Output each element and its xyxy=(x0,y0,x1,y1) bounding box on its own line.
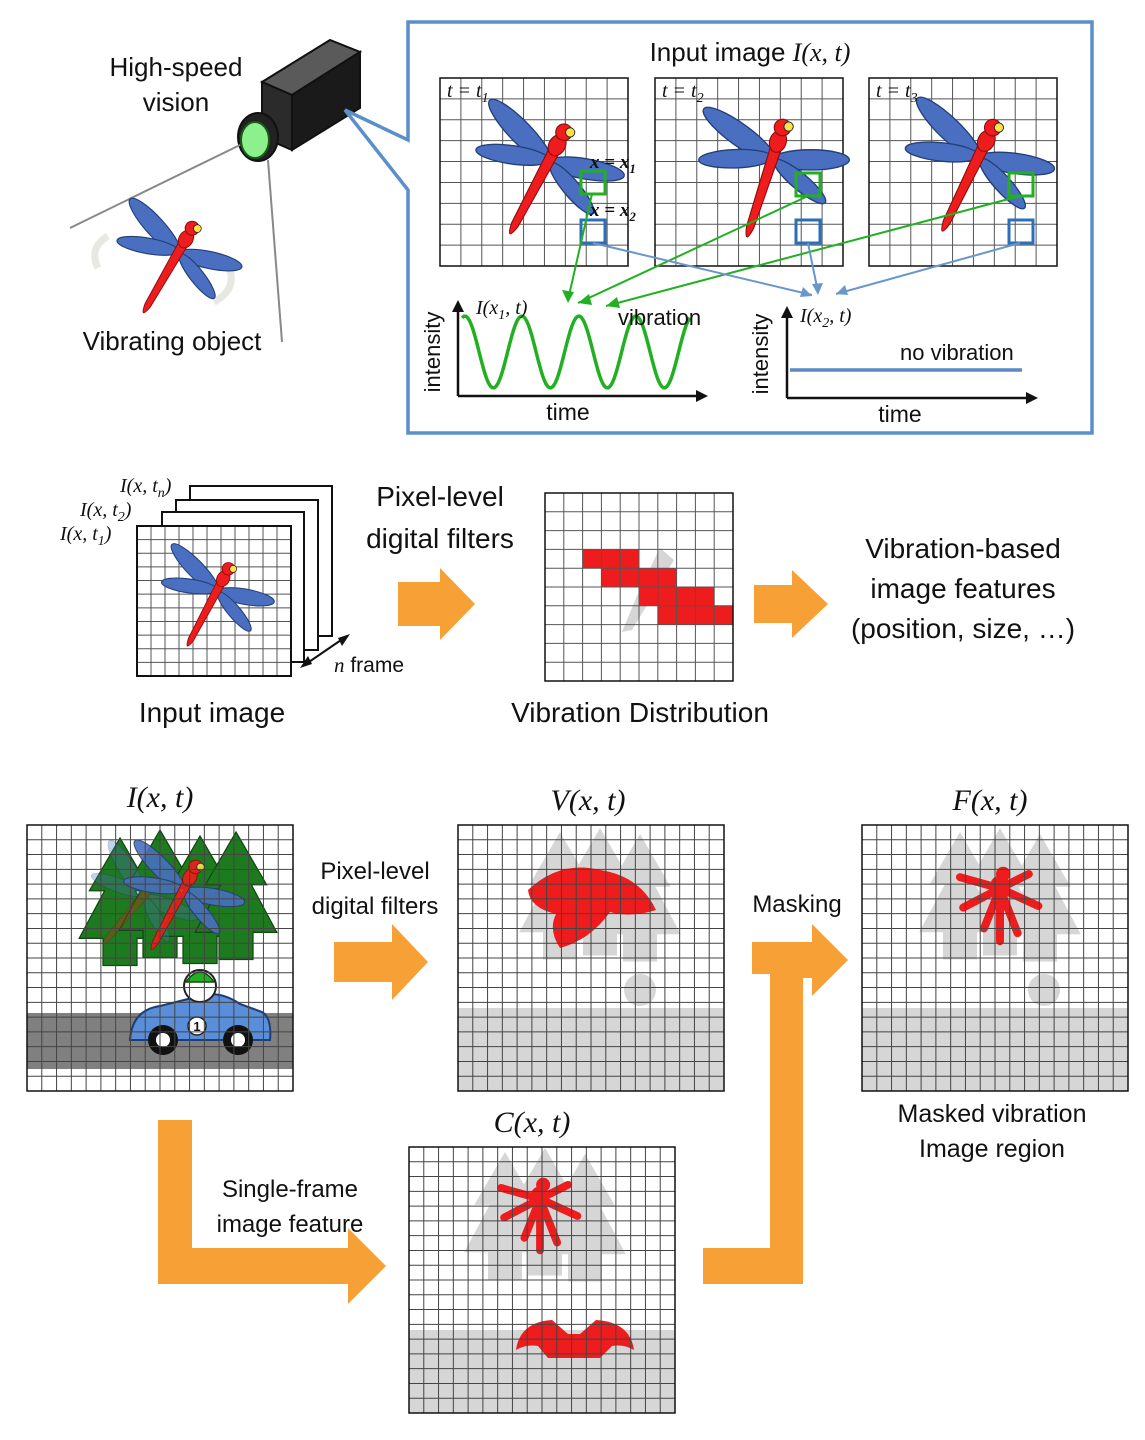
graph1-xlabel: time xyxy=(546,399,589,425)
top-section: High-speed vision Vibrating object Input… xyxy=(69,20,1094,435)
I-panel-title: I(x, t) xyxy=(126,781,194,814)
object-label: Vibrating object xyxy=(83,326,263,356)
frame-label-2: t = t2 xyxy=(662,80,704,106)
I-panel-grid xyxy=(26,824,294,1092)
F-panel-grid xyxy=(861,824,1129,1092)
masking-label: Masking xyxy=(752,891,841,918)
view-line-left xyxy=(69,144,241,229)
camera-label-2: vision xyxy=(143,87,209,117)
V-panel-title: V(x, t) xyxy=(551,784,626,817)
middle-filter-label-2: digital filters xyxy=(366,523,514,554)
point1-label: x = x1 xyxy=(589,152,636,176)
C-panel-grid xyxy=(408,1146,676,1414)
features-label-3: (position, size, …) xyxy=(851,613,1075,644)
middle-section: I(x, tn) I(x, t2) I(x, t1) n frame Input… xyxy=(59,475,1075,728)
point2-label: x = x2 xyxy=(589,200,636,224)
masked-caption-1: Masked vibration xyxy=(898,1100,1087,1128)
point-x2-frame-3 xyxy=(1007,218,1035,245)
stack-label-n: I(x, tn) xyxy=(119,475,172,501)
graph2-series-label: I(x2, t) xyxy=(799,305,852,331)
graph1-series-label: I(x1, t) xyxy=(475,297,528,323)
graph2-ylabel: intensity xyxy=(748,314,773,395)
middle-arrow-1 xyxy=(398,568,475,640)
graph2-xlabel: time xyxy=(878,401,921,427)
intensity-graph-no-vibration xyxy=(781,306,1038,404)
masked-caption-2: Image region xyxy=(919,1135,1065,1163)
graph2-note: no vibration xyxy=(900,340,1014,365)
stack-label-1: I(x, t1) xyxy=(59,523,112,549)
frame-label-1: t = t1 xyxy=(447,80,489,106)
V-panel-vibration-blob xyxy=(528,867,656,948)
camera-label-1: High-speed xyxy=(110,52,243,82)
stack-label-2: I(x, t2) xyxy=(79,499,132,525)
bottom-filter-label-2: digital filters xyxy=(312,893,439,920)
distribution-caption: Vibration Distribution xyxy=(511,697,769,728)
n-frame-label: n frame xyxy=(334,653,404,677)
connector-arrows xyxy=(562,193,1021,308)
single-label-2: image feature xyxy=(217,1211,364,1238)
features-label-2: image features xyxy=(870,573,1055,604)
middle-filter-label-1: Pixel-level xyxy=(376,481,504,512)
vibration-curve xyxy=(460,314,692,390)
bottom-section: 1 I(x, t) V(x, t) F(x, t) Ma xyxy=(26,781,1129,1414)
input-image-caption: Input image xyxy=(139,697,285,728)
n-frame-arrow xyxy=(300,634,350,668)
features-label-1: Vibration-based xyxy=(865,533,1061,564)
single-frame-arrow xyxy=(158,1120,386,1304)
vibrating-dragonfly-icon xyxy=(81,185,253,346)
panel-title: Input image I(x, t) xyxy=(650,37,851,67)
C-panel-title: C(x, t) xyxy=(494,1106,571,1139)
graph1-ylabel: intensity xyxy=(420,312,445,393)
middle-arrow-2 xyxy=(754,570,828,638)
vibration-distribution-grid xyxy=(544,492,734,682)
bottom-filter-label-1: Pixel-level xyxy=(320,858,429,885)
point-x1-frame-3 xyxy=(1007,171,1035,198)
view-line-right xyxy=(267,159,283,343)
camera-icon xyxy=(237,38,363,162)
masking-arrow xyxy=(703,924,848,1284)
filter-arrow xyxy=(334,924,428,1000)
single-label-1: Single-frame xyxy=(222,1176,358,1203)
V-panel-grid xyxy=(457,824,725,1092)
car-number: 1 xyxy=(193,1019,200,1034)
graph1-note: vibration xyxy=(618,305,701,330)
point-x1-frame-1 xyxy=(579,169,607,196)
F-panel-title: F(x, t) xyxy=(952,784,1028,817)
intensity-graph-vibration xyxy=(452,300,708,402)
frame-label-3: t = t3 xyxy=(876,80,918,106)
